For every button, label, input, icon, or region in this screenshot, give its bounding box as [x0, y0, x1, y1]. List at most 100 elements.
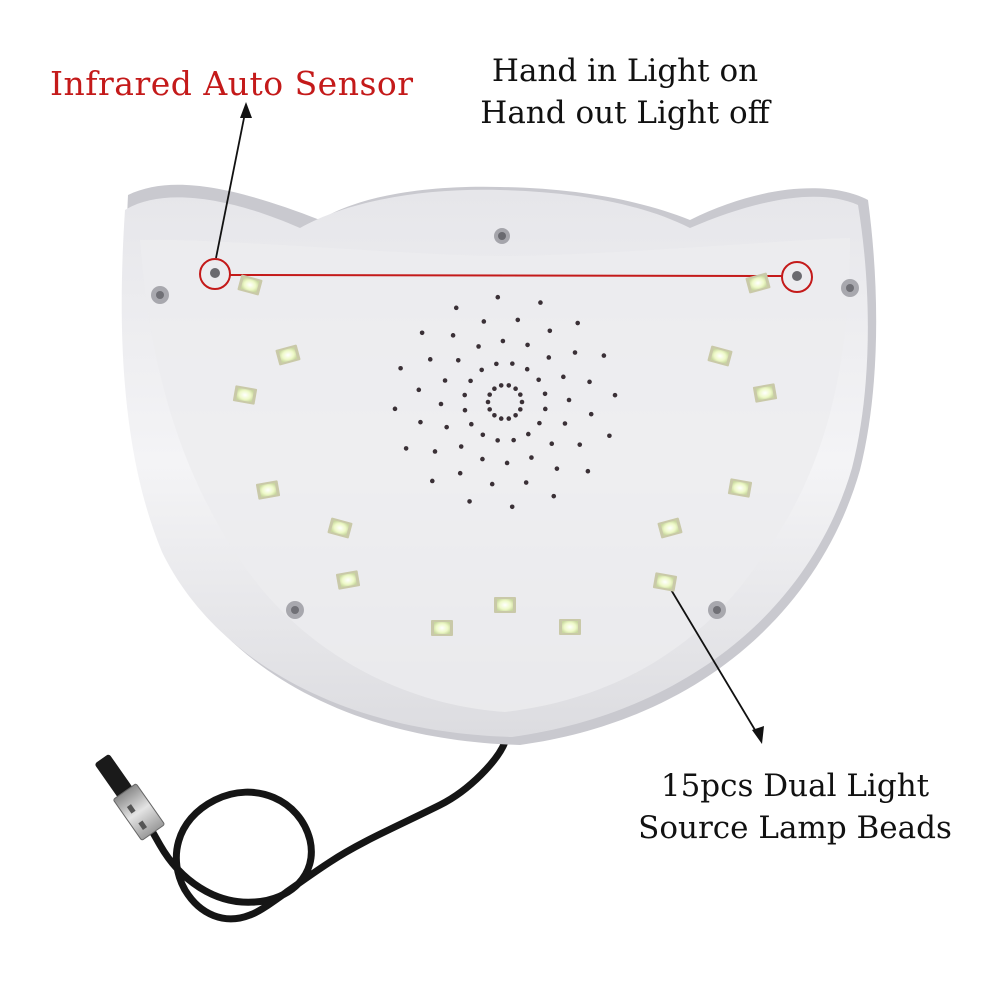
vent-hole-icon: [469, 421, 474, 427]
vent-hole-icon: [430, 478, 435, 484]
vent-hole-icon: [510, 361, 515, 366]
vent-hole-icon: [504, 460, 510, 466]
vent-hole-icon: [450, 333, 456, 338]
vent-hole-icon: [554, 466, 560, 471]
vent-hole-icon: [458, 444, 464, 449]
sensor-arrowhead: [240, 102, 252, 118]
led-bead-icon: [559, 619, 581, 635]
sensor-hole-icon: [792, 271, 802, 281]
vent-hole-icon: [455, 357, 461, 363]
vent-hole-icon: [549, 441, 555, 447]
vent-hole-icon: [525, 342, 530, 348]
vent-hole-icon: [494, 361, 499, 367]
vent-hole-icon: [572, 350, 578, 355]
vent-hole-icon: [542, 391, 548, 397]
vent-hole-icon: [524, 366, 530, 372]
vent-hole-icon: [526, 431, 531, 437]
vent-hole-icon: [518, 392, 523, 397]
hand-caption-line-1: Hand in Light on: [491, 53, 759, 89]
vent-hole-icon: [518, 407, 523, 412]
vent-hole-icon: [588, 411, 594, 417]
vent-hole-icon: [481, 319, 487, 324]
vent-hole-icon: [585, 468, 591, 474]
usb-cable: [116, 738, 509, 923]
sensor-beam-line: [229, 274, 783, 277]
vent-hole-icon: [547, 328, 553, 334]
vent-hole-icon: [492, 386, 497, 392]
vent-hole-icon: [480, 432, 486, 438]
vent-hole-icon: [487, 392, 492, 397]
vent-hole-icon: [575, 320, 580, 326]
vent-hole-icon: [457, 470, 463, 476]
infrared-sensor-label: Infrared Auto Sensor: [50, 64, 414, 103]
led-bead-icon: [237, 274, 263, 296]
sensor-marker-left: [199, 258, 231, 290]
led-bead-icon: [255, 480, 281, 500]
vent-hole-icon: [432, 449, 438, 454]
vent-hole-icon: [566, 397, 572, 403]
vent-hole-icon: [538, 300, 543, 305]
led-bead-icon: [707, 345, 733, 367]
sensor-hole-icon: [210, 268, 220, 278]
sensor-pointer-line: [215, 107, 247, 259]
vent-hole-icon: [480, 456, 485, 462]
vent-hole-icon: [511, 437, 516, 443]
vent-hole-icon: [485, 399, 491, 405]
led-bead-icon: [232, 385, 258, 405]
usb-plug-icon: [95, 754, 165, 841]
vent-hole-icon: [453, 305, 459, 311]
vent-hole-icon: [500, 338, 506, 344]
vent-hole-icon: [419, 330, 425, 336]
led-bead-icon: [657, 517, 683, 539]
hand-caption-line-2: Hand out Light off: [480, 95, 770, 131]
vent-hole-icon: [498, 416, 504, 421]
vent-hole-icon: [612, 392, 618, 398]
vent-hole-icon: [467, 499, 472, 504]
led-bead-icon: [327, 517, 353, 539]
vent-hole-icon: [444, 424, 449, 430]
vent-hole-icon: [427, 357, 433, 362]
vent-hole-icon: [562, 421, 568, 426]
vent-hole-icon: [442, 378, 448, 383]
vent-hole-icon: [418, 419, 423, 425]
vent-hole-icon: [487, 407, 492, 412]
lamp-beads-caption: 15pcs Dual Light Source Lamp Beads: [615, 765, 975, 849]
vent-hole-icon: [492, 412, 497, 418]
vent-hole-icon: [495, 294, 501, 300]
vent-holes: [392, 294, 618, 510]
vent-hole-icon: [513, 412, 518, 418]
vent-hole-icon: [498, 383, 504, 388]
beads-pointer-line: [669, 587, 759, 736]
vent-hole-icon: [468, 378, 473, 384]
vent-hole-icon: [462, 407, 468, 413]
led-bead-icon: [752, 383, 778, 403]
vent-hole-icon: [513, 386, 518, 392]
vent-hole-icon: [489, 481, 495, 487]
led-bead-icon: [431, 620, 453, 636]
vent-hole-icon: [519, 399, 525, 405]
vent-hole-icon: [523, 480, 529, 485]
vent-hole-icon: [515, 317, 521, 323]
led-bead-icon: [494, 597, 516, 613]
hand-sensor-caption: Hand in Light on Hand out Light off: [455, 50, 795, 134]
beads-caption-line-2: Source Lamp Beads: [638, 810, 952, 846]
vent-hole-icon: [398, 365, 403, 371]
vent-hole-icon: [403, 446, 409, 451]
vent-hole-icon: [607, 433, 612, 439]
vent-hole-icon: [529, 455, 534, 460]
led-bead-icon: [727, 478, 753, 498]
vent-hole-icon: [506, 383, 512, 388]
vent-hole-icon: [537, 420, 542, 426]
vent-hole-icon: [506, 416, 512, 421]
vent-hole-icon: [536, 377, 541, 383]
beads-caption-line-1: 15pcs Dual Light: [660, 768, 930, 804]
sensor-marker-right: [781, 261, 813, 293]
vent-hole-icon: [561, 374, 566, 380]
vent-hole-icon: [479, 367, 484, 373]
vent-hole-icon: [476, 344, 481, 349]
vent-hole-icon: [577, 442, 583, 447]
vent-hole-icon: [546, 355, 552, 360]
vent-hole-icon: [416, 387, 422, 393]
vent-hole-icon: [392, 406, 398, 412]
